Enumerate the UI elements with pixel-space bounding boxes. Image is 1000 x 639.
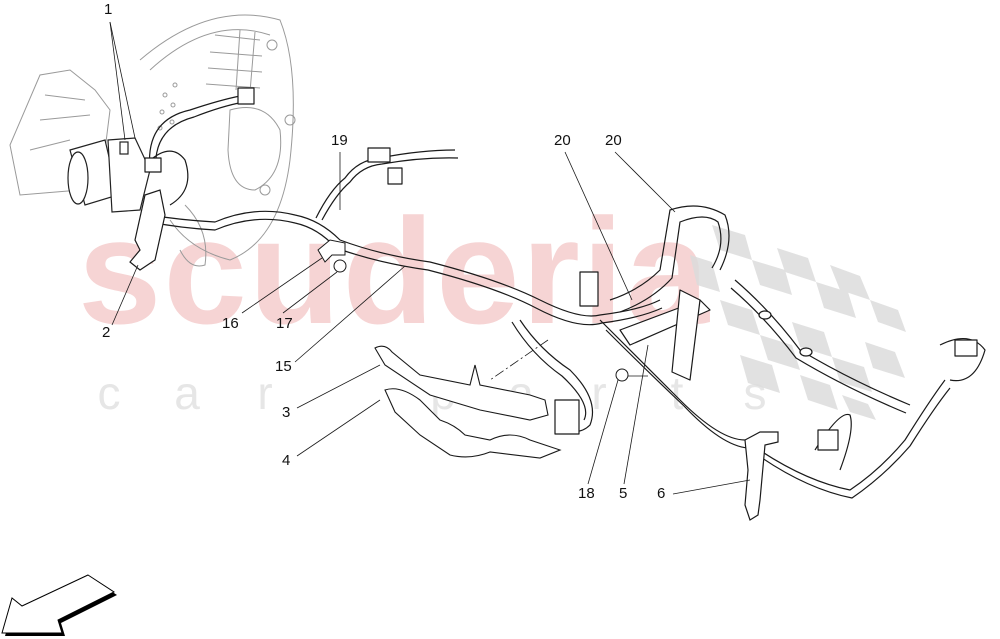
brake-caliper-assembly: [9, 14, 296, 267]
wiring-harness: [144, 87, 986, 499]
callout-20-a: 20: [554, 132, 571, 149]
tagline-letter: a: [174, 367, 200, 419]
callout-19: 19: [331, 132, 348, 149]
tagline-letter: r: [591, 367, 607, 419]
checkered-flag-watermark: [690, 225, 906, 420]
callout-20-b: 20: [605, 132, 622, 149]
callout-6: 6: [657, 485, 666, 502]
callout-3: 3: [282, 404, 291, 421]
grommet-17: [333, 259, 347, 273]
callout-2: 2: [102, 324, 111, 341]
callout-18: 18: [578, 485, 595, 502]
grommet-18: [615, 368, 629, 382]
heat-shield-4: [384, 388, 562, 459]
bracket-16: [317, 239, 346, 263]
callout-5: 5: [619, 485, 628, 502]
front-direction-arrow: [1, 574, 117, 636]
tagline-letter: r: [257, 367, 273, 419]
tagline-letter: c: [97, 367, 121, 419]
callout-15: 15: [275, 358, 292, 375]
bracket-6: [744, 431, 779, 521]
callout-1: 1: [104, 1, 113, 18]
leader-lines: [109, 21, 751, 495]
epb-actuator-motor: [67, 137, 151, 213]
callout-16: 16: [222, 315, 239, 332]
bracket-2: [129, 189, 166, 271]
tagline-letter: t: [670, 367, 684, 419]
callout-17: 17: [276, 315, 293, 332]
bracket-3: [374, 345, 549, 421]
watermark-brand: scuderia: [78, 187, 711, 355]
callout-4: 4: [282, 452, 291, 469]
